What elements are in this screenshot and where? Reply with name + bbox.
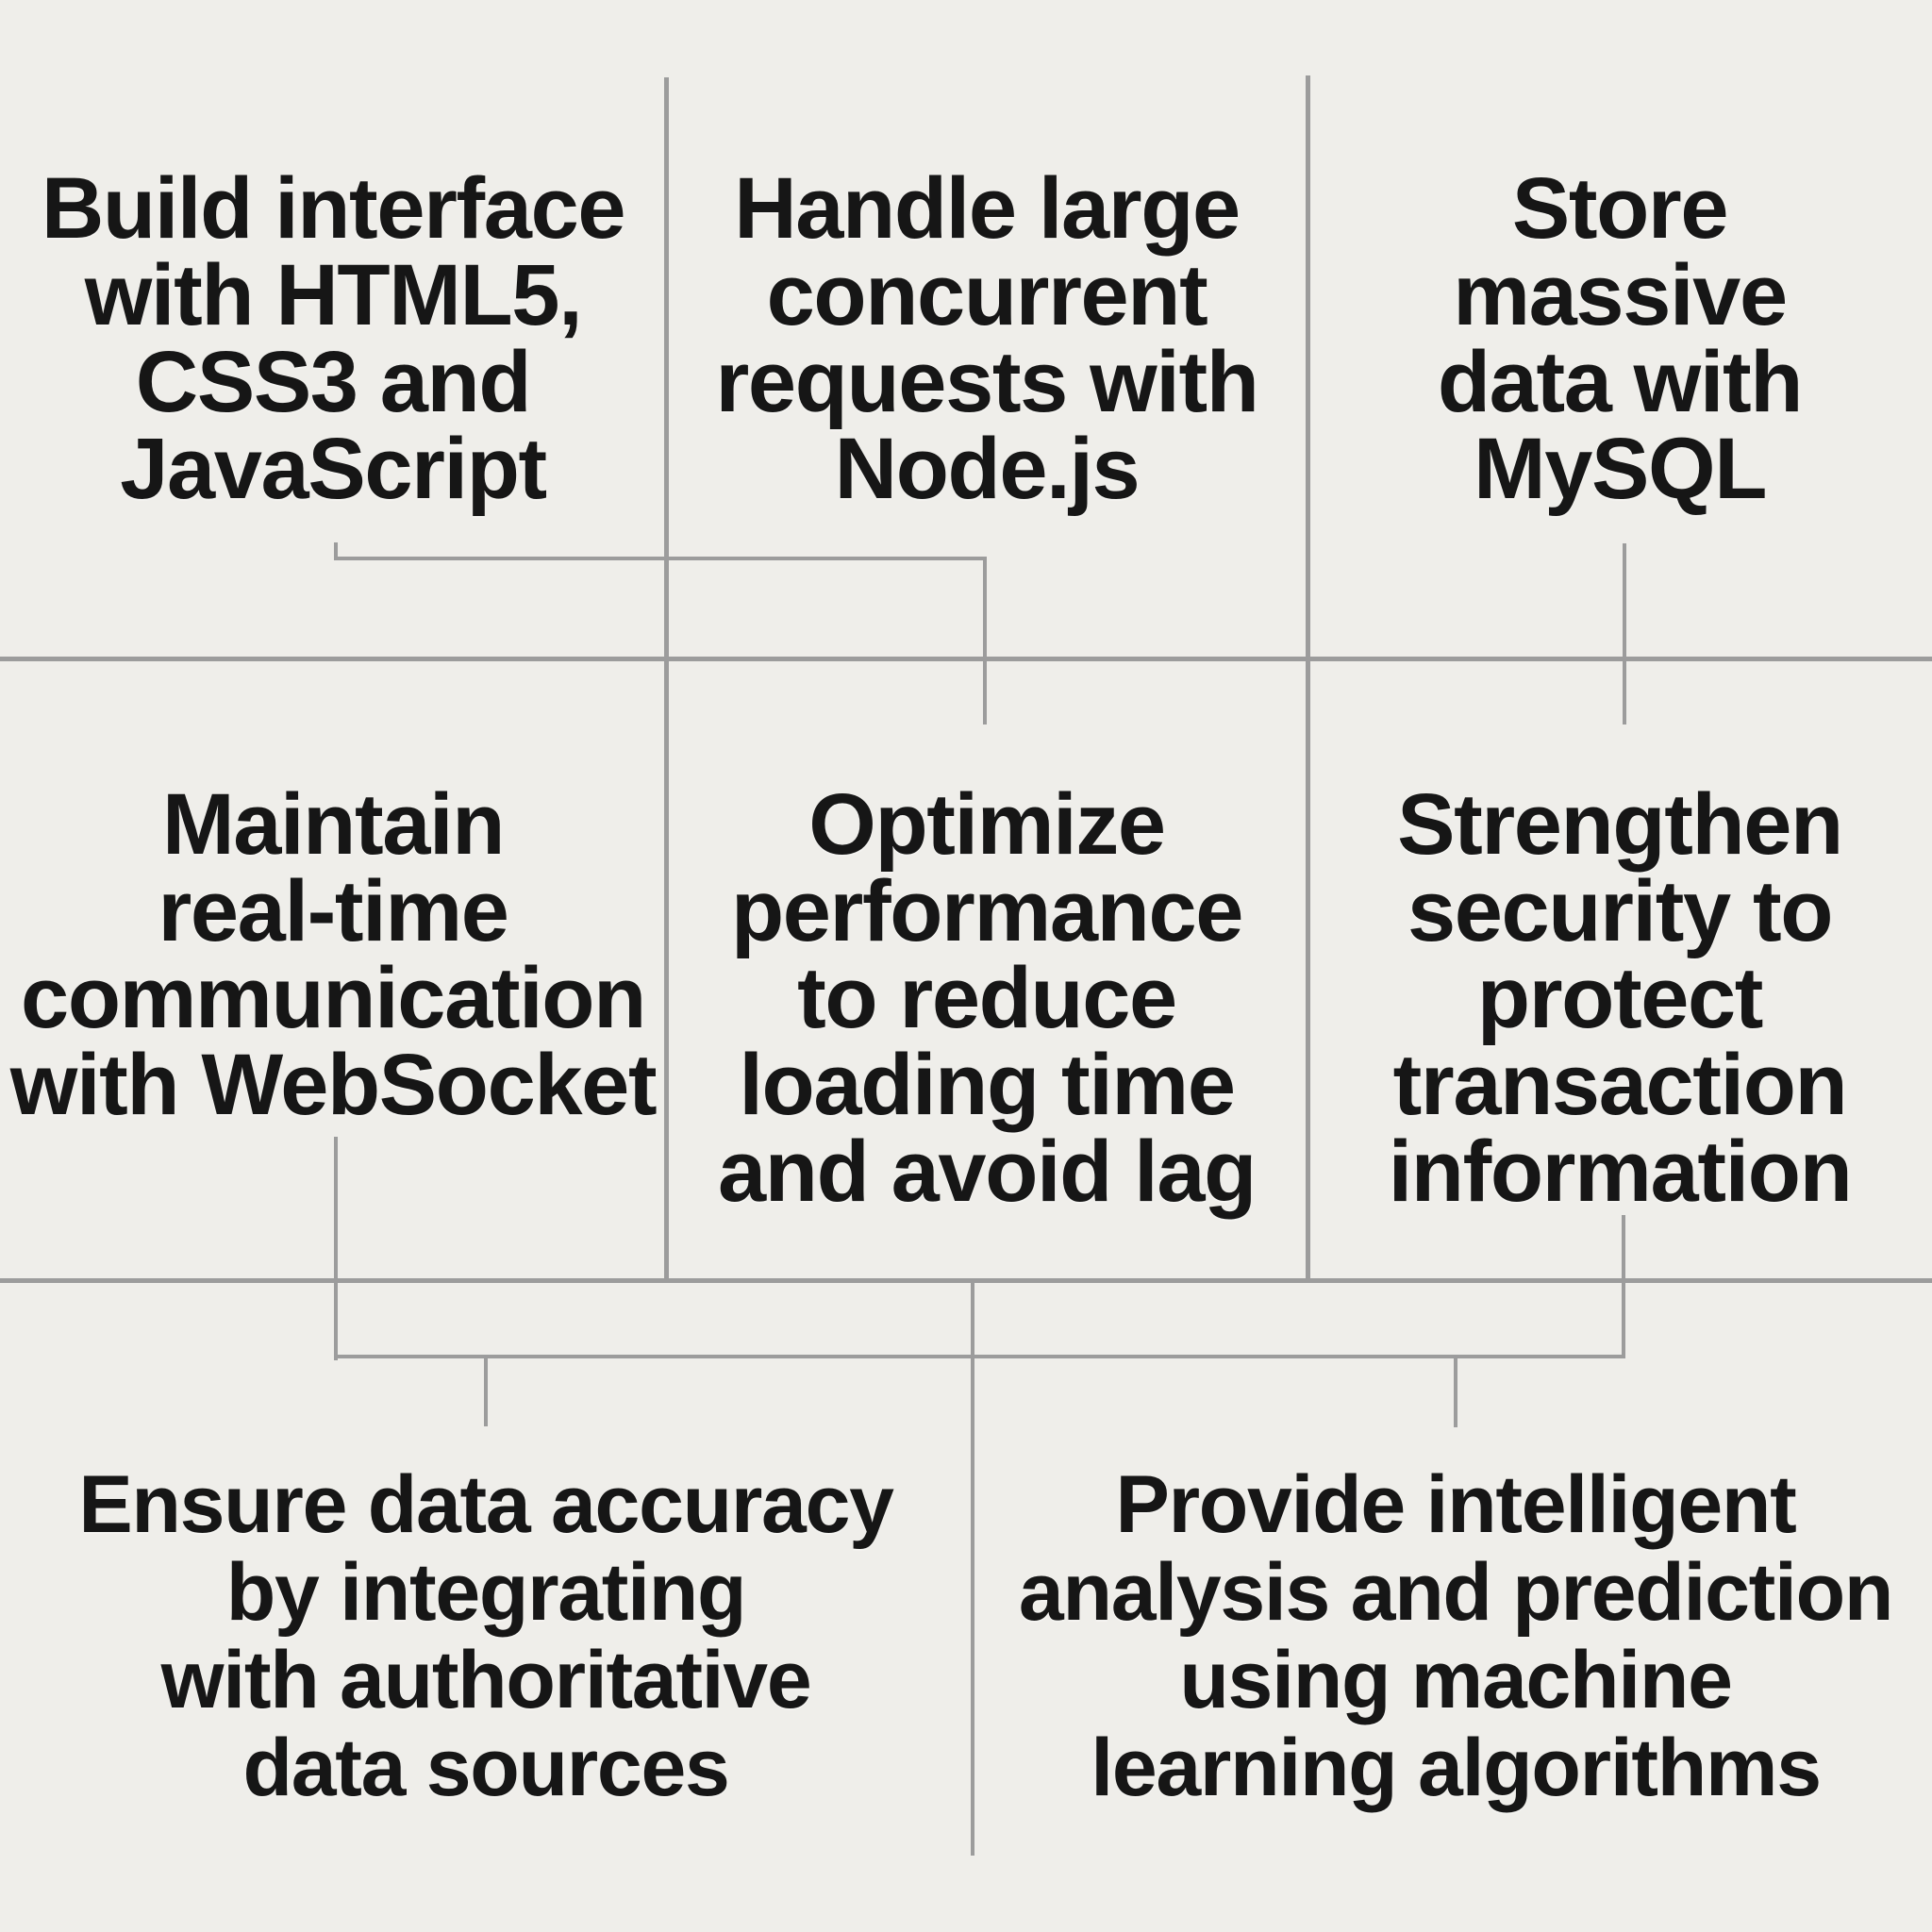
- connector-topleft-rail-horizontal: [334, 557, 987, 560]
- connector-topcenter-drop-vertical: [983, 557, 987, 724]
- connector-middleleft-riser-vertical: [334, 1137, 338, 1360]
- connector-topright-drop-vertical: [1623, 543, 1626, 724]
- connector-bottomleft-stub-vertical: [484, 1355, 488, 1426]
- cell-backend-concurrency: Handle large concurrent requests with No…: [715, 160, 1258, 517]
- connector-bottomright-stub-vertical: [1454, 1355, 1457, 1427]
- divider-vertical-right: [1306, 75, 1310, 1280]
- cell-frontend-interface: Build interface with HTML5, CSS3 and Jav…: [41, 160, 626, 517]
- connector-center-drop-vertical: [971, 1280, 974, 1856]
- cell-data-accuracy: Ensure data accuracy by integrating with…: [78, 1459, 894, 1813]
- cell-realtime-communication: Maintain real-time communication with We…: [9, 776, 658, 1133]
- cell-performance-optimization: Optimize performance to reduce loading t…: [718, 776, 1257, 1220]
- divider-vertical-left: [664, 77, 669, 1280]
- divider-horizontal-lower: [0, 1278, 1932, 1283]
- cell-transaction-security: Strengthen security to protect transacti…: [1388, 776, 1853, 1220]
- connector-middle-rail-horizontal: [334, 1355, 1625, 1358]
- cell-database-storage: Store massive data with MySQL: [1437, 160, 1804, 517]
- connector-middleright-riser-vertical: [1622, 1215, 1625, 1358]
- connector-topleft-stub-vertical: [334, 542, 338, 560]
- divider-horizontal-upper: [0, 657, 1932, 661]
- cell-intelligent-analysis: Provide intelligent analysis and predict…: [1018, 1459, 1893, 1813]
